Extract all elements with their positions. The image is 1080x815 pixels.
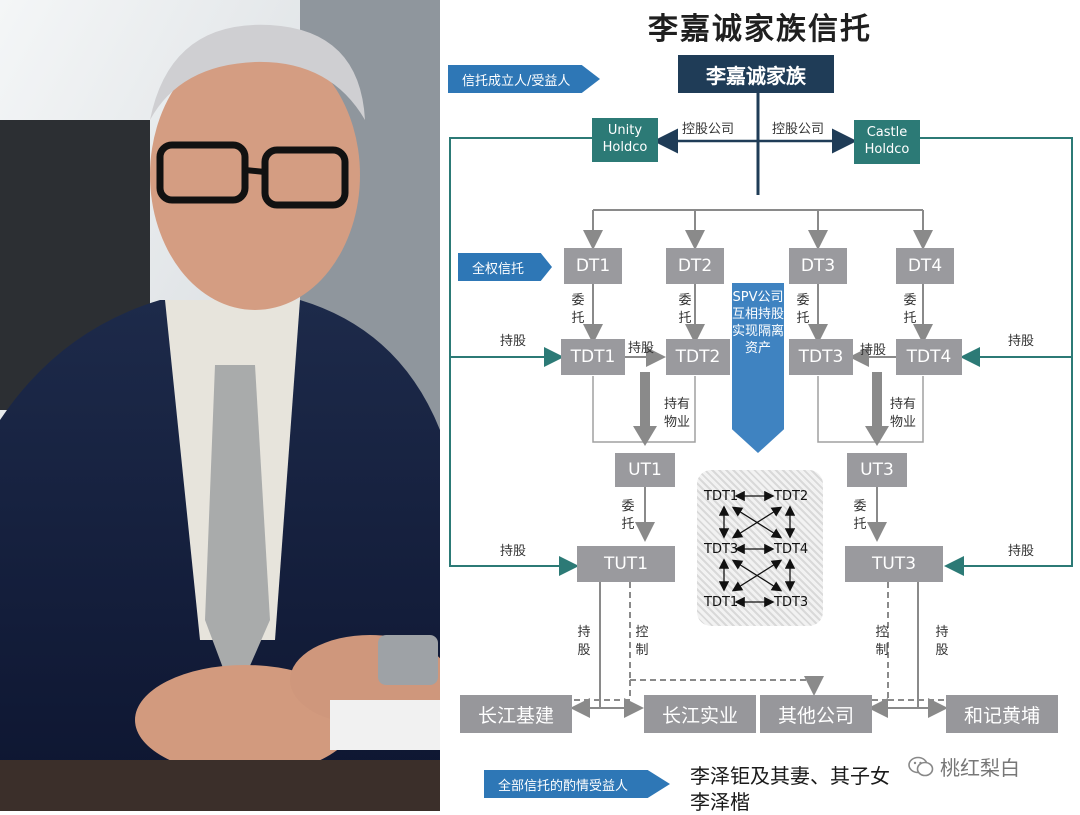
settlor-tag: 信托成立人/受益人 [448,65,600,93]
beneficiaries-tag: 全部信托的酌情受益人 [484,770,670,798]
ut1-box: UT1 [615,453,675,487]
entrust-label-dt1: 委托 [571,293,585,326]
watermark: 桃红梨白 [908,752,1020,781]
wechat-icon [908,756,934,776]
spv-arrow: SPV公司互相持股实现隔离资产 [732,283,784,453]
control-label-tut3: 控制 [875,625,889,658]
tdt3-box: TDT3 [789,339,853,375]
tdt1-box: TDT1 [561,339,625,375]
portrait-photo [0,0,440,811]
hold-shares-label-tdt1-tdt2: 持股 [628,341,655,356]
holding-company-label-right: 控股公司 [772,122,825,137]
beneficiary-line1: 李泽钜及其妻、其子女 [690,764,890,788]
cross-row3-left: TDT1 [704,595,739,610]
hold-shares-label-tut1: 持股 [500,544,527,559]
entrust-label-dt4: 委托 [903,293,917,326]
company-cki-box: 长江基建 [460,695,572,733]
control-label-tut1: 控制 [635,625,649,658]
tut3-box: TUT3 [845,546,943,582]
entrust-label-ut3: 委托 [853,499,867,532]
entrust-label-dt3: 委托 [796,293,810,326]
cross-row2-left: TDT3 [704,542,739,557]
cross-row3-right: TDT3 [774,595,809,610]
hold-shares-label-tut3-down: 持股 [935,625,949,658]
cross-holding-arrows [718,490,796,608]
hold-property-label-left: 持有物业 [664,397,691,430]
family-box: 李嘉诚家族 [678,55,834,93]
entrust-label-dt2: 委托 [678,293,692,326]
hold-property-label-right: 持有物业 [890,397,917,430]
beneficiary-line2: 李泽楷 [690,790,750,814]
portrait-illustration [0,0,440,811]
dt4-box: DT4 [896,248,954,284]
hold-shares-label-left: 持股 [500,334,527,349]
connector-lines [449,93,1073,718]
unity-line1: Unity [607,123,643,139]
dt1-box: DT1 [564,248,622,284]
unity-line2: Holdco [602,140,648,155]
dt3-box: DT3 [789,248,847,284]
tut1-box: TUT1 [577,546,675,582]
holding-company-label-left: 控股公司 [682,122,735,137]
diagram-title: 李嘉诚家族信托 [648,12,872,47]
tdt2-box: TDT2 [666,339,730,375]
company-hutchison-box: 和记黄埔 [946,695,1058,733]
company-others-box: 其他公司 [760,695,872,733]
watermark-text: 桃红梨白 [940,756,1020,780]
hold-shares-label-tut3: 持股 [1008,544,1035,559]
company-ckh-box: 长江实业 [644,695,756,733]
entrust-label-ut1: 委托 [621,499,635,532]
cross-row1-left: TDT1 [704,489,739,504]
full-trust-tag: 全权信托 [458,253,552,281]
hold-shares-label-tut1-down: 持股 [577,625,591,658]
cross-row2-right: TDT4 [774,542,809,557]
dt2-box: DT2 [666,248,724,284]
hold-shares-label-right: 持股 [1008,334,1035,349]
cross-row1-right: TDT2 [774,489,809,504]
castle-line1: Castle [866,125,908,141]
hold-shares-label-tdt4-tdt3: 持股 [860,343,887,358]
castle-line2: Holdco [864,142,910,157]
tdt4-box: TDT4 [896,339,962,375]
ut3-box: UT3 [847,453,907,487]
